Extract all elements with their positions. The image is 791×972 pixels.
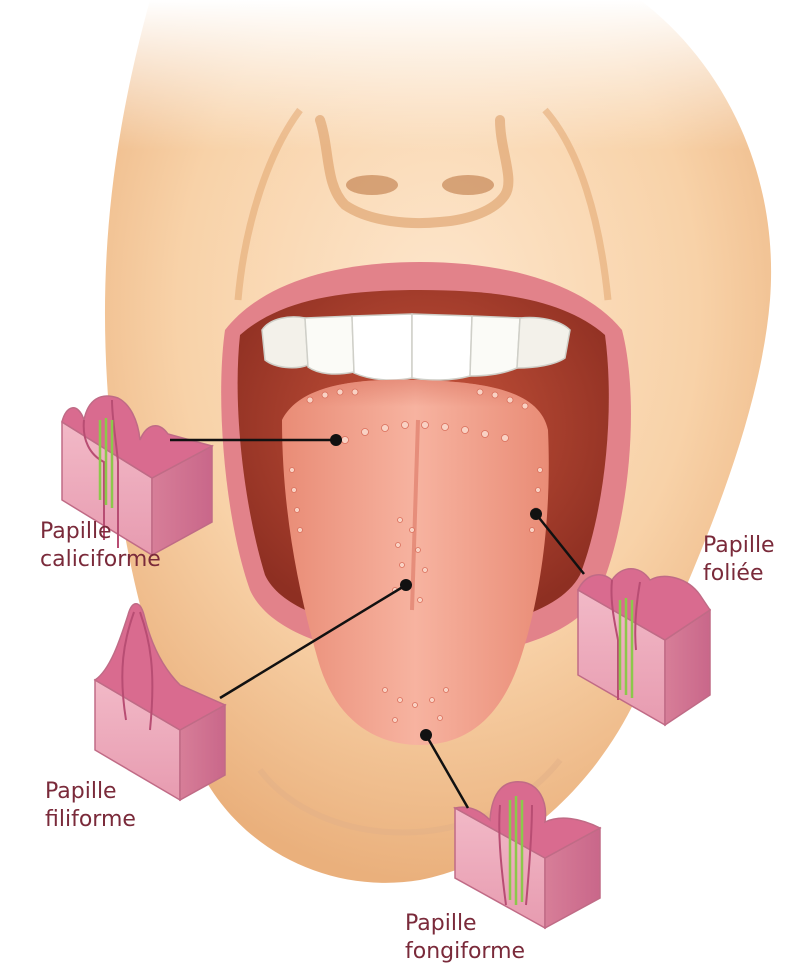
dot-foliee xyxy=(530,508,542,520)
label-foliee: Papille foliée xyxy=(703,532,775,588)
nostril-left xyxy=(346,175,398,195)
label-fongiforme-line1: Papille xyxy=(405,910,525,938)
label-filiforme: Papille filiforme xyxy=(45,778,136,834)
dot-filiforme xyxy=(400,579,412,591)
label-filiforme-line2: filiforme xyxy=(45,806,136,834)
label-fongiforme: Papille fongiforme xyxy=(405,910,525,966)
label-foliee-line2: foliée xyxy=(703,560,775,588)
dot-fongiforme xyxy=(420,729,432,741)
nostril-right xyxy=(442,175,494,195)
label-caliciforme-line2: caliciforme xyxy=(40,546,161,574)
label-caliciforme-line1: Papille xyxy=(40,518,161,546)
label-caliciforme: Papille caliciforme xyxy=(40,518,161,574)
label-foliee-line1: Papille xyxy=(703,532,775,560)
label-filiforme-line1: Papille xyxy=(45,778,136,806)
label-fongiforme-line2: fongiforme xyxy=(405,938,525,966)
dot-caliciforme xyxy=(330,434,342,446)
